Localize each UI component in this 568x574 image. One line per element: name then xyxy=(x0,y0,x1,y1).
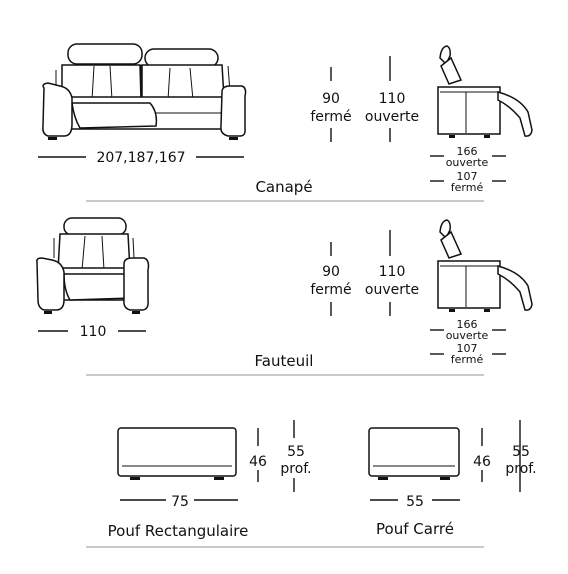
canape-title: Canapé xyxy=(255,178,312,196)
canape-height-closed-value: 90 xyxy=(322,91,340,107)
fauteuil-height-open-value: 110 xyxy=(379,264,406,280)
pouf-rect-depth-value: 55 xyxy=(287,444,305,460)
pouf-carre-height-dimension: 46 xyxy=(473,428,491,482)
fauteuil-side-drawing xyxy=(437,219,533,312)
pouf-rect-drawing xyxy=(117,427,237,480)
fauteuil-depth-closed-value: 107 xyxy=(457,342,478,355)
canape-depth-open-dimension: 166 ouverte xyxy=(430,145,506,169)
canape-front-drawing xyxy=(42,43,247,140)
pouf-rect-height-value: 46 xyxy=(249,454,267,470)
pouf-rect-depth-label: prof. xyxy=(280,461,311,477)
fauteuil-width-dimension: 110 xyxy=(38,324,146,340)
pouf-carre-section: 55 46 55 prof. Pouf Carré xyxy=(368,420,537,538)
pouf-carre-width-label: 55 xyxy=(406,494,424,510)
fauteuil-height-open-label: ouverte xyxy=(365,282,419,298)
canape-depth-open-label: ouverte xyxy=(446,156,489,169)
canape-height-closed-dimension: 90 fermé xyxy=(310,67,352,142)
pouf-carre-width-dimension: 55 xyxy=(370,494,460,510)
canape-width-dimension: 207,187,167 xyxy=(38,150,244,166)
canape-side-drawing xyxy=(437,45,533,138)
canape-height-open-dimension: 110 ouverte xyxy=(365,56,419,142)
fauteuil-depth-open-label: ouverte xyxy=(446,329,489,342)
pouf-rect-depth-dimension: 55 prof. xyxy=(280,420,312,492)
fauteuil-depth-closed-label: fermé xyxy=(451,353,484,366)
pouf-carre-height-value: 46 xyxy=(473,454,491,470)
fauteuil-section: 110 90 fermé 110 ouverte 166 xyxy=(36,217,533,376)
canape-depth-open-value: 166 xyxy=(457,145,478,158)
canape-height-closed-label: fermé xyxy=(310,109,351,125)
fauteuil-title: Fauteuil xyxy=(255,352,314,370)
canape-width-label: 207,187,167 xyxy=(96,150,185,166)
canape-height-open-label: ouverte xyxy=(365,109,419,125)
fauteuil-depth-closed-dimension: 107 fermé xyxy=(430,342,506,366)
fauteuil-height-closed-label: fermé xyxy=(310,282,351,298)
pouf-rect-height-dimension: 46 xyxy=(249,428,267,482)
canape-height-open-value: 110 xyxy=(379,91,406,107)
pouf-carre-drawing xyxy=(368,427,460,480)
fauteuil-height-open-dimension: 110 ouverte xyxy=(365,230,419,316)
pouf-carre-depth-label: prof. xyxy=(505,461,536,477)
canape-depth-closed-dimension: 107 fermé xyxy=(430,170,506,194)
pouf-rect-width-dimension: 75 xyxy=(120,494,238,510)
pouf-carre-title: Pouf Carré xyxy=(376,520,454,538)
canape-section: 207,187,167 90 fermé 110 ouverte xyxy=(38,43,533,202)
fauteuil-front-drawing xyxy=(36,217,150,314)
pouf-carre-depth-dimension: 55 prof. xyxy=(505,420,537,492)
pouf-rect-width-label: 75 xyxy=(171,494,189,510)
fauteuil-depth-open-value: 166 xyxy=(457,318,478,331)
pouf-rect-section: 75 46 55 prof. Pouf Rectangulaire xyxy=(108,420,312,540)
fauteuil-width-label: 110 xyxy=(80,324,107,340)
fauteuil-height-closed-dimension: 90 fermé xyxy=(310,242,352,316)
pouf-carre-depth-value: 55 xyxy=(512,444,530,460)
pouf-rect-title: Pouf Rectangulaire xyxy=(108,522,249,540)
fauteuil-height-closed-value: 90 xyxy=(322,264,340,280)
canape-depth-closed-label: fermé xyxy=(451,181,484,194)
canape-depth-closed-value: 107 xyxy=(457,170,478,183)
fauteuil-depth-open-dimension: 166 ouverte xyxy=(430,318,506,342)
